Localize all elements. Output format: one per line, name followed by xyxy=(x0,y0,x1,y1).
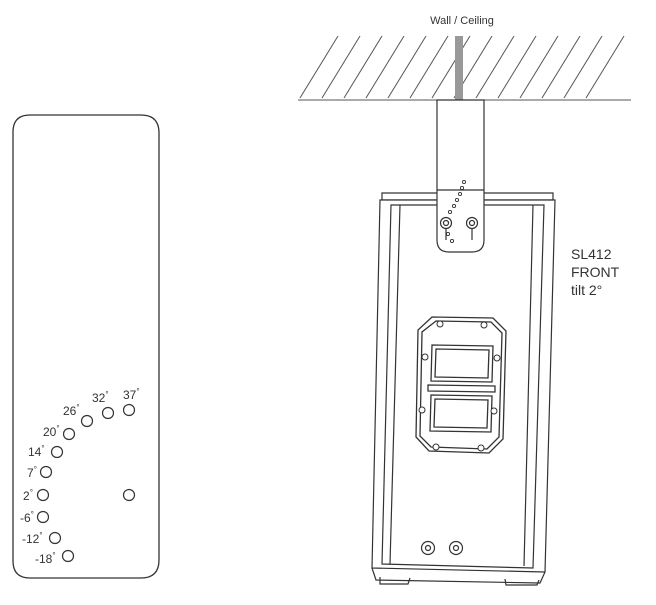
tilt-angle-label: 2° xyxy=(23,488,33,503)
degree-symbol: ° xyxy=(52,551,55,560)
hatch-line xyxy=(497,35,537,99)
horn-screws xyxy=(418,320,501,452)
tilt-hole xyxy=(80,414,94,428)
tilt-hole xyxy=(101,406,115,420)
bracket-hole-arc xyxy=(445,179,467,244)
tilt-hole xyxy=(62,427,76,441)
bracket-knob-right xyxy=(465,216,479,240)
degree-symbol: ° xyxy=(31,510,34,519)
tilt-hole xyxy=(36,510,50,524)
tilt-angle-label: -12° xyxy=(22,531,43,546)
tilt-angle-label: 32° xyxy=(92,390,109,405)
pivot-hole xyxy=(122,488,136,502)
wall-ceiling-label: Wall / Ceiling xyxy=(430,15,494,27)
hatch-line xyxy=(321,35,361,99)
tilt-hole xyxy=(48,531,62,545)
degree-symbol: ° xyxy=(105,390,108,399)
hatch-line xyxy=(343,35,383,99)
tilt-hole xyxy=(36,488,50,502)
degree-symbol: ° xyxy=(41,444,44,453)
tilt-angle-label: 37° xyxy=(123,387,140,402)
hatch-line xyxy=(541,35,581,99)
tilt-angle-label: 26° xyxy=(63,403,80,418)
degree-symbol: ° xyxy=(34,465,37,474)
hatch-line xyxy=(475,35,515,99)
degree-symbol: ° xyxy=(30,488,33,497)
tilt-hole xyxy=(50,445,64,459)
connector-right xyxy=(448,540,464,556)
degree-symbol: ° xyxy=(136,387,139,396)
tilt-hole xyxy=(122,403,136,417)
cabinet-mount-bracket xyxy=(436,99,485,253)
model-view: FRONT xyxy=(571,264,620,280)
degree-symbol: ° xyxy=(76,403,79,412)
connector-left xyxy=(420,540,436,556)
tilt-angle-label: -6° xyxy=(20,510,34,525)
tilt-angle-label: 20° xyxy=(43,424,60,439)
model-name: SL412 xyxy=(571,246,612,262)
tilt-angle-label: -18° xyxy=(35,551,56,566)
tilt-hole-group: 37° 32° 26°20° 14° 7° 2° -6° -12° -18° xyxy=(20,387,140,566)
tilt-angle-label: 14° xyxy=(28,444,45,459)
hatch-line xyxy=(431,35,471,99)
hatch-line xyxy=(387,35,427,99)
tilt-angle-label: 7° xyxy=(27,465,37,480)
ceiling-hatch xyxy=(298,35,631,101)
tilt-hole xyxy=(39,465,53,479)
hatch-line xyxy=(585,35,625,99)
hatch-line xyxy=(365,35,405,99)
degree-symbol: ° xyxy=(56,424,59,433)
tilt-hole xyxy=(61,549,75,563)
suspension-rod xyxy=(455,36,463,100)
horn-assembly xyxy=(415,316,507,454)
model-tilt: tilt 2° xyxy=(571,282,602,298)
hatch-line xyxy=(519,35,559,99)
bracket-knob-left xyxy=(439,216,453,240)
bracket-plate xyxy=(12,114,160,579)
degree-symbol: ° xyxy=(39,531,42,540)
hatch-line xyxy=(299,35,339,99)
hatch-line xyxy=(409,35,449,99)
hatch-line xyxy=(563,35,603,99)
